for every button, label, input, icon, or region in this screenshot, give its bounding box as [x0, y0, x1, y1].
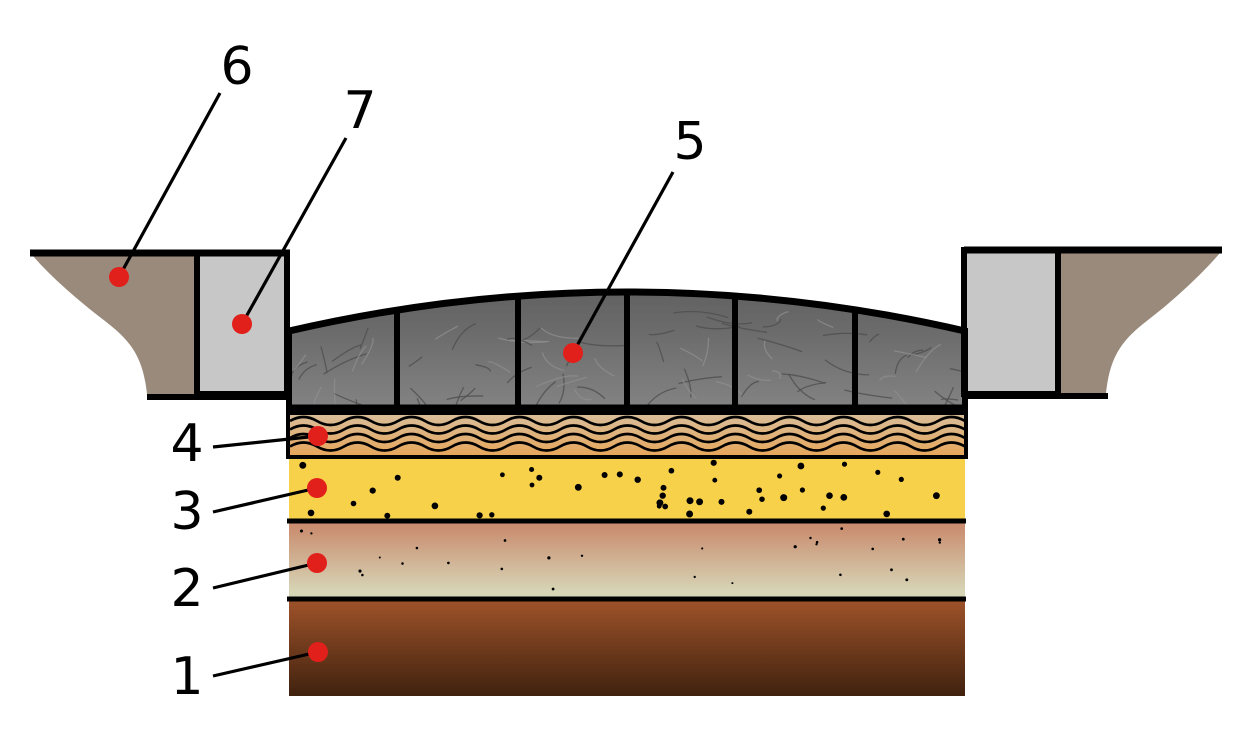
callout-label-7: 7 — [343, 81, 377, 141]
layer-4-nucleus — [286, 411, 968, 459]
callout-label-5: 5 — [673, 112, 707, 172]
curb-block-right — [961, 247, 1061, 397]
callout-label-1: 1 — [170, 647, 204, 707]
layer-1-subsoil — [289, 601, 965, 696]
callout-label-6: 6 — [220, 37, 254, 97]
layer-3-rudus — [289, 459, 965, 519]
callout-label-4: 4 — [170, 414, 204, 474]
layer-2-specks — [299, 527, 942, 591]
paving-texture-scratches — [291, 312, 982, 416]
callout-label-2: 2 — [170, 559, 204, 619]
layer-2-statumen — [289, 521, 965, 598]
curb-block-left — [194, 250, 290, 397]
layer-3-dots — [299, 459, 940, 519]
callout-label-3: 3 — [170, 482, 204, 542]
